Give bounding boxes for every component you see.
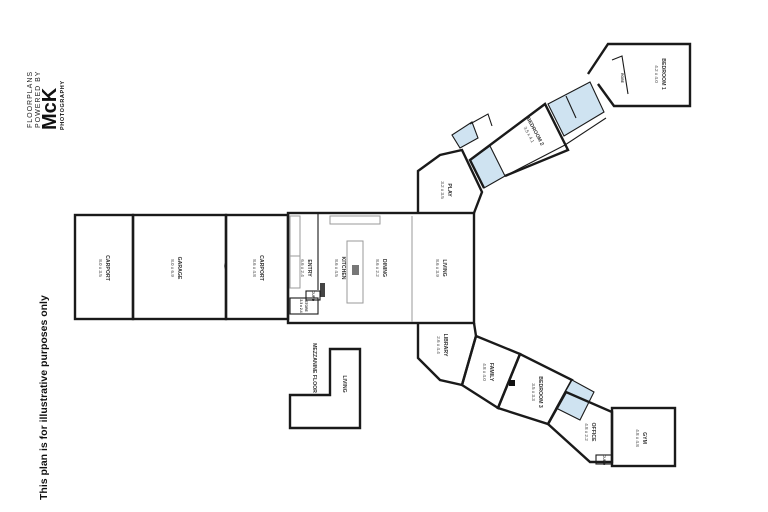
- label-carport-left: CARPORT: [104, 255, 110, 281]
- room-labels: CARPORT 8.0 x 3.5 GARAGE 8.0 x 6.9 CARPO…: [98, 58, 666, 465]
- upper-wing: [416, 42, 692, 214]
- label-office: OFFICE: [590, 422, 596, 442]
- dims-play: 3.2 x 3.5: [440, 181, 445, 199]
- carport-left: [73, 213, 135, 321]
- dims-garage: 8.0 x 6.9: [170, 259, 175, 277]
- label-entry: ENTRY: [306, 259, 312, 277]
- main-block: [286, 211, 476, 325]
- label-bedroom3: BEDROOM 3: [537, 376, 543, 408]
- mezzanine-floor: [288, 347, 362, 430]
- dims-carport-mid: 8.6 x 4.8: [252, 259, 257, 277]
- dims-dining: 8.6 x 2.2: [375, 259, 380, 277]
- dims-kitchen: 8.6 x 4.5: [334, 259, 339, 277]
- label-dining: DINING: [381, 259, 387, 277]
- label-play: PLAY: [446, 183, 452, 197]
- dims-gym: 4.8 x 4.8: [635, 429, 640, 447]
- label-bedroom1: BEDROOM 1: [660, 58, 666, 90]
- label-cupd-office: CUP'D: [602, 455, 606, 466]
- dims-office: 4.8 x 2.2: [584, 423, 589, 441]
- label-mezz-living: LIVING: [341, 375, 347, 392]
- label-store: STORE: [304, 300, 308, 312]
- label-garage: GARAGE: [176, 257, 182, 280]
- label-library: LIBRARY: [442, 334, 448, 357]
- label-robe: ROBE: [620, 73, 624, 84]
- label-mezzanine: MEZZANINE FLOOR: [311, 343, 317, 393]
- dims-bedroom3: 3.5 x 3.3: [531, 383, 536, 401]
- dims-store: 2.3 x 2.4: [299, 299, 303, 312]
- dims-entry: 6.6 x 2.4: [300, 259, 305, 277]
- dims-living: 8.6 x 3.9: [435, 259, 440, 277]
- dims-library: 2.6 x 4.4: [436, 336, 441, 354]
- label-cupd-entry: CUP'D: [311, 291, 315, 302]
- lower-wing: [416, 322, 677, 468]
- label-gym: GYM: [641, 432, 647, 444]
- dims-family: 4.8 x 4.0: [482, 363, 487, 381]
- dims-bedroom1: 4.2 x 4.0: [654, 65, 659, 83]
- label-living: LIVING: [441, 259, 447, 276]
- label-kitchen: KITCHEN: [340, 256, 346, 279]
- dims-carport-left: 8.0 x 3.5: [98, 259, 103, 277]
- label-family: FAMILY: [488, 363, 494, 382]
- label-carport-mid: CARPORT: [258, 255, 264, 281]
